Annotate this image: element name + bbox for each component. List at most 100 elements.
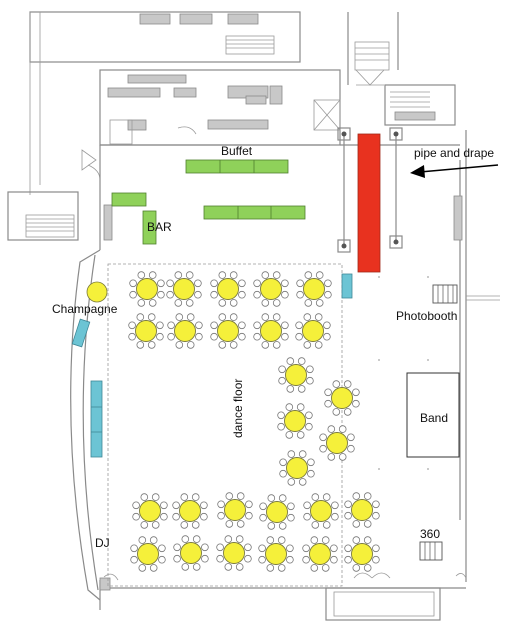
chair-icon bbox=[166, 279, 174, 288]
chair-icon bbox=[277, 422, 285, 431]
chair-icon bbox=[244, 554, 252, 563]
chair-icon bbox=[130, 544, 138, 553]
chair-icon bbox=[195, 332, 203, 341]
chair-icon bbox=[343, 408, 352, 416]
chair-icon bbox=[238, 290, 246, 299]
chair-icon bbox=[278, 494, 287, 502]
round-table bbox=[166, 271, 202, 307]
round-table bbox=[344, 492, 380, 528]
round-table bbox=[172, 493, 208, 529]
chair-icon bbox=[304, 299, 313, 307]
champagne-table bbox=[86, 281, 108, 303]
chair-icon bbox=[310, 536, 319, 544]
chair-icon bbox=[229, 313, 238, 321]
chair-icon bbox=[175, 341, 184, 349]
chair-icon bbox=[167, 321, 175, 330]
table-top bbox=[284, 410, 306, 432]
chair-icon bbox=[140, 521, 149, 529]
chair-icon bbox=[278, 365, 286, 374]
chair-icon bbox=[186, 313, 195, 321]
chair-icon bbox=[236, 492, 245, 500]
round-table bbox=[128, 313, 164, 349]
bar bbox=[111, 192, 157, 245]
round-table bbox=[253, 271, 289, 307]
chair-icon bbox=[191, 493, 200, 501]
table-top bbox=[136, 278, 158, 300]
chair-icon bbox=[352, 536, 361, 544]
chair-icon bbox=[281, 290, 289, 299]
chair-icon bbox=[302, 555, 310, 564]
chair-icon bbox=[210, 279, 218, 288]
chair-icon bbox=[172, 501, 180, 510]
chair-icon bbox=[272, 299, 281, 307]
chair-icon bbox=[344, 544, 352, 553]
chair-icon bbox=[327, 453, 336, 461]
chair-icon bbox=[238, 332, 246, 341]
table-top bbox=[137, 543, 159, 565]
chair-icon bbox=[236, 520, 245, 528]
chair-icon bbox=[306, 365, 314, 374]
buffet-table bbox=[185, 159, 289, 174]
chair-icon bbox=[200, 512, 208, 521]
round-table bbox=[129, 271, 165, 307]
table-top bbox=[260, 278, 282, 300]
chair-icon bbox=[315, 299, 324, 307]
chair-icon bbox=[303, 501, 311, 510]
chair-icon bbox=[363, 564, 372, 572]
chair-icon bbox=[303, 341, 312, 349]
chair-icon bbox=[192, 563, 201, 571]
chair-icon bbox=[132, 512, 140, 521]
chair-icon bbox=[235, 535, 244, 543]
booth-360-icon bbox=[419, 541, 443, 561]
round-table bbox=[253, 313, 289, 349]
round-table bbox=[210, 313, 246, 349]
chair-icon bbox=[302, 544, 310, 553]
chair-icon bbox=[306, 376, 314, 385]
chair-icon bbox=[147, 313, 156, 321]
chair-icon bbox=[261, 271, 270, 279]
chair-icon bbox=[272, 341, 281, 349]
round-table bbox=[319, 425, 355, 461]
chair-icon bbox=[319, 444, 327, 453]
chair-icon bbox=[148, 271, 157, 279]
round-table bbox=[217, 492, 253, 528]
chair-icon bbox=[286, 544, 294, 553]
chair-icon bbox=[305, 411, 313, 420]
chair-icon bbox=[191, 521, 200, 529]
table-top bbox=[309, 543, 331, 565]
chair-icon bbox=[323, 321, 331, 330]
chair-icon bbox=[149, 564, 158, 572]
chair-icon bbox=[303, 313, 312, 321]
chair-icon bbox=[278, 376, 286, 385]
photobooth-icon bbox=[432, 284, 458, 304]
table-top bbox=[135, 320, 157, 342]
chair-icon bbox=[324, 290, 332, 299]
chair-icon bbox=[295, 321, 303, 330]
chair-icon bbox=[217, 511, 225, 520]
buffet-tables bbox=[185, 159, 306, 220]
chair-icon bbox=[261, 313, 270, 321]
chair-icon bbox=[173, 543, 181, 552]
chair-icon bbox=[166, 290, 174, 299]
chair-icon bbox=[277, 536, 286, 544]
buffet-label: Buffet bbox=[221, 144, 253, 158]
chair-icon bbox=[244, 543, 252, 552]
chair-icon bbox=[298, 478, 307, 486]
chair-icon bbox=[347, 444, 355, 453]
chair-icon bbox=[138, 536, 147, 544]
chair-icon bbox=[160, 501, 168, 510]
chair-icon bbox=[218, 299, 227, 307]
chair-icon bbox=[279, 458, 287, 467]
chair-icon bbox=[137, 299, 146, 307]
stage-markers bbox=[378, 276, 429, 470]
lounge-bench bbox=[71, 318, 91, 348]
chair-icon bbox=[259, 502, 267, 511]
chair-icon bbox=[138, 564, 147, 572]
chair-icon bbox=[314, 313, 323, 321]
chair-icon bbox=[330, 544, 338, 553]
chair-icon bbox=[363, 520, 372, 528]
chair-icon bbox=[186, 341, 195, 349]
chair-icon bbox=[151, 493, 160, 501]
chair-icon bbox=[363, 492, 372, 500]
chair-icon bbox=[229, 299, 238, 307]
